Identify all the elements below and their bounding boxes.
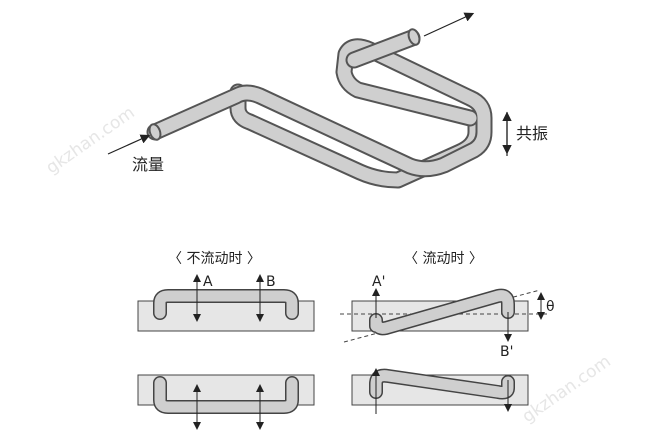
flow-label: 流量 <box>132 155 164 174</box>
front-tube <box>146 38 493 178</box>
support-block <box>137 300 315 332</box>
watermark-left: gkzhan.com <box>43 103 139 179</box>
inflow-arrow <box>107 134 151 155</box>
point-a-prime-label: A' <box>372 274 385 290</box>
point-a-label: A <box>203 274 213 290</box>
point-b-prime-label: B' <box>500 344 513 360</box>
outlet-tube <box>345 28 421 69</box>
no-flow-lower <box>137 374 315 430</box>
flow-lower <box>351 368 529 414</box>
flow-upper <box>340 288 548 343</box>
resonance-label: 共振 <box>516 124 548 143</box>
watermark-right: gkzhan.com <box>519 351 615 427</box>
no-flow-upper <box>137 274 315 332</box>
theta-label: θ <box>546 299 555 315</box>
point-b-label: B <box>266 274 276 290</box>
outflow-arrow <box>423 12 475 37</box>
u-tube-illustration <box>146 28 493 189</box>
flow-title: 〈 流动时 〉 <box>404 251 483 267</box>
inlet-opening <box>148 123 162 141</box>
no-flow-title: 〈 不流动时 〉 <box>168 251 261 267</box>
